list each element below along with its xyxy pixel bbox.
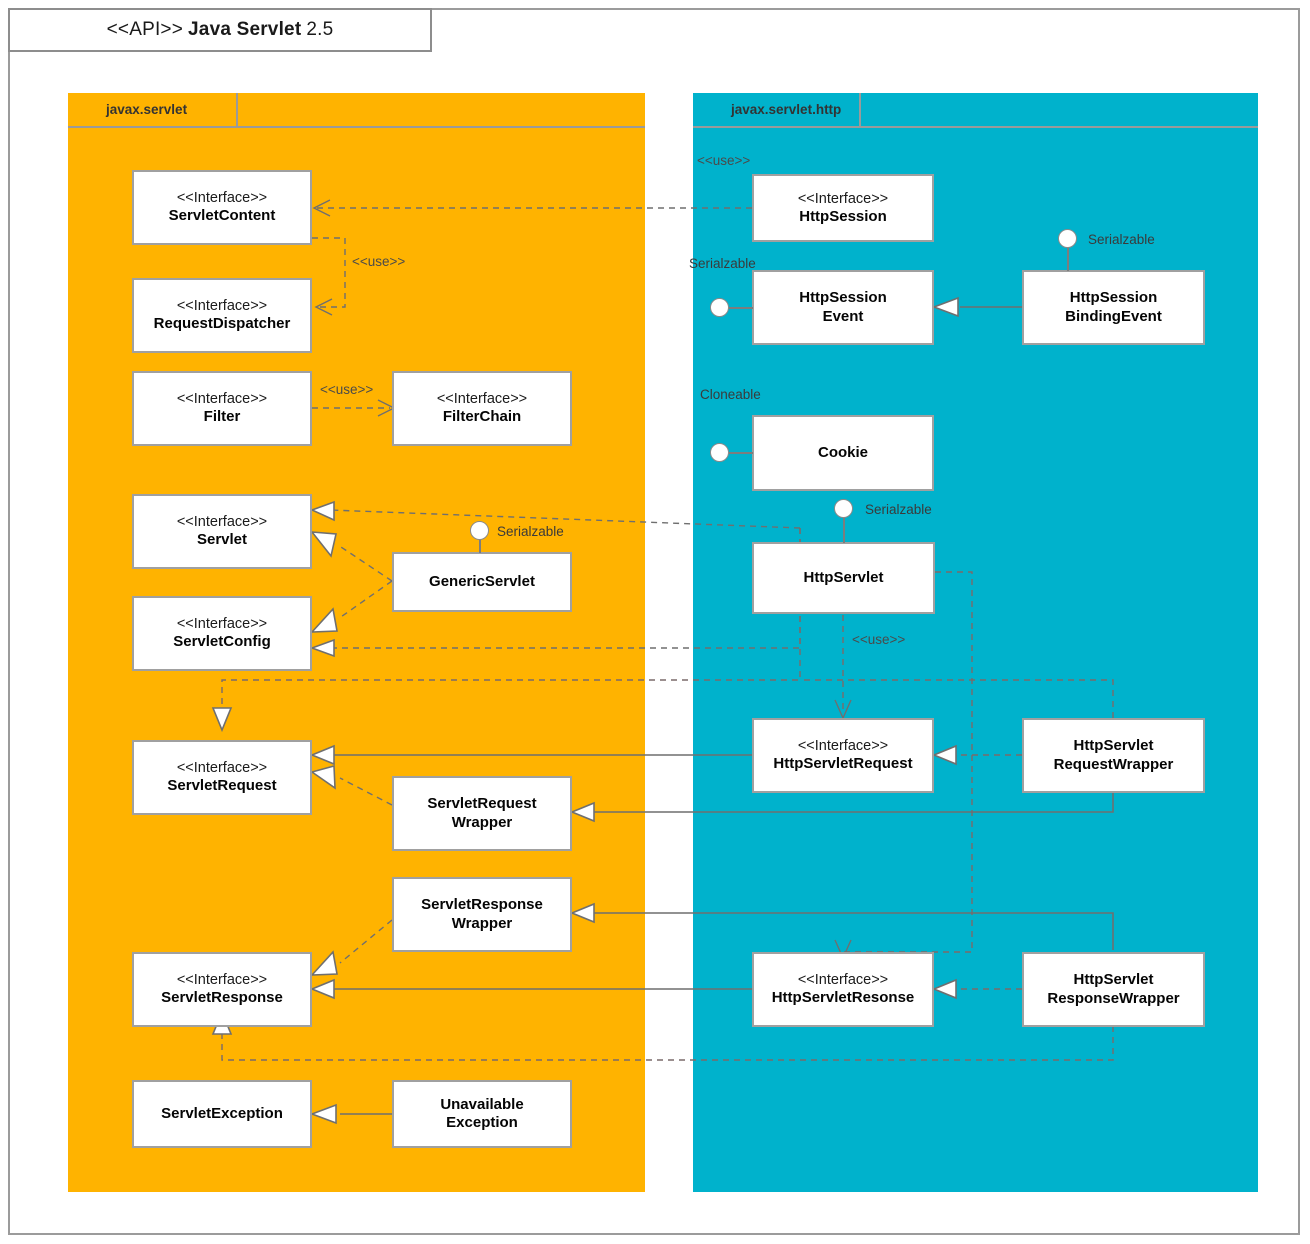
class-name-line1: HttpServlet	[1073, 737, 1154, 755]
class-name-line1: HttpSession	[1069, 289, 1158, 307]
interface-ball-icon	[470, 521, 489, 540]
lollipop-stem	[842, 518, 845, 543]
stereotype: <<Interface>>	[176, 972, 268, 989]
interface-ball-icon	[710, 443, 729, 462]
lollipop-label: Cloneable	[700, 387, 761, 402]
class-servlet[interactable]: <<Interface>> Servlet	[132, 494, 312, 569]
class-name: ServletException	[161, 1105, 283, 1123]
class-http-servlet-request-wrapper[interactable]: HttpServlet RequestWrapper	[1022, 718, 1205, 793]
stereotype: <<Interface>>	[176, 391, 268, 408]
stereotype: <<Interface>>	[176, 616, 268, 633]
interface-ball-icon	[710, 298, 729, 317]
stereotype: <<Interface>>	[797, 190, 889, 207]
package-header-divider	[68, 126, 645, 128]
class-http-servlet-response-wrapper[interactable]: HttpServlet ResponseWrapper	[1022, 952, 1205, 1027]
class-http-session-event[interactable]: HttpSession Event	[752, 270, 934, 345]
class-name: ServletConfig	[173, 633, 271, 651]
stereotype: <<Interface>>	[176, 760, 268, 777]
class-name: ServletRequest	[167, 777, 277, 795]
package-label-javax-servlet: javax.servlet	[68, 93, 238, 126]
class-name-line2: Wrapper	[451, 914, 513, 932]
package-javax-servlet-http: javax.servlet.http	[693, 93, 1258, 1192]
class-servlet-request-wrapper[interactable]: ServletRequest Wrapper	[392, 776, 572, 851]
edge-label-use-http-session: <<use>>	[697, 153, 751, 168]
class-name-line1: Unavailable	[440, 1095, 524, 1113]
title-stereotype: <<API>>	[106, 19, 184, 40]
class-name: FilterChain	[442, 408, 522, 426]
edge-label-use-filter-chain: <<use>>	[320, 382, 374, 397]
class-servlet-response-wrapper[interactable]: ServletResponse Wrapper	[392, 877, 572, 952]
class-name: Cookie	[817, 444, 868, 462]
stereotype: <<Interface>>	[176, 298, 268, 315]
class-http-session[interactable]: <<Interface>> HttpSession	[752, 174, 934, 242]
class-http-servlet-request[interactable]: <<Interface>> HttpServletRequest	[752, 718, 934, 793]
class-name-line2: Exception	[446, 1114, 518, 1131]
class-name: Filter	[203, 408, 241, 426]
stereotype: <<Interface>>	[176, 190, 268, 207]
edge-label-use-http-servlet: <<use>>	[852, 632, 906, 647]
edge-label-use-context-dispatcher: <<use>>	[352, 254, 406, 269]
class-name-line1: ServletRequest	[427, 795, 537, 813]
stereotype: <<Interface>>	[797, 972, 889, 989]
class-name: HttpServletRequest	[773, 755, 913, 773]
class-name-line2: RequestWrapper	[1053, 755, 1174, 773]
lollipop-label: Serialzable	[865, 502, 932, 517]
lollipop-stem	[1066, 248, 1069, 271]
class-filter-chain[interactable]: <<Interface>> FilterChain	[392, 371, 572, 446]
class-name-line1: HttpSession	[799, 289, 887, 307]
class-name: HttpSession	[799, 207, 887, 225]
class-servlet-request[interactable]: <<Interface>> ServletRequest	[132, 740, 312, 815]
class-name: HttpServletResonse	[771, 989, 915, 1007]
stereotype: <<Interface>>	[797, 738, 889, 755]
class-http-session-binding-event[interactable]: HttpSession BindingEvent	[1022, 270, 1205, 345]
class-name-line2: Wrapper	[451, 813, 513, 831]
class-name-line1: ServletResponse	[421, 896, 543, 914]
lollipop-label: Serialzable	[689, 256, 756, 271]
lollipop-stem	[478, 540, 481, 553]
class-name-line2: BindingEvent	[1065, 307, 1162, 325]
class-servlet-exception[interactable]: ServletException	[132, 1080, 312, 1148]
package-label-javax-servlet-http: javax.servlet.http	[693, 93, 861, 126]
class-name-line1: HttpServlet	[1073, 971, 1154, 989]
class-name: HttpServlet	[803, 569, 884, 587]
class-http-servlet-response[interactable]: <<Interface>> HttpServletResonse	[752, 952, 934, 1027]
interface-ball-icon	[834, 499, 853, 518]
lollipop-stem	[729, 451, 753, 454]
class-http-servlet[interactable]: HttpServlet	[752, 542, 935, 614]
package-header-divider	[693, 126, 1258, 128]
diagram-title: <<API>> Java Servlet 2.5	[8, 8, 432, 52]
interface-ball-icon	[1058, 229, 1077, 248]
class-servlet-response[interactable]: <<Interface>> ServletResponse	[132, 952, 312, 1027]
class-servlet-content[interactable]: <<Interface>> ServletContent	[132, 170, 312, 245]
class-name: RequestDispatcher	[153, 315, 291, 333]
class-name-line2: ResponseWrapper	[1047, 989, 1180, 1007]
class-name-line2: Event	[822, 307, 864, 325]
class-generic-servlet[interactable]: GenericServlet	[392, 552, 572, 612]
stereotype: <<Interface>>	[436, 391, 528, 408]
class-request-dispatcher[interactable]: <<Interface>> RequestDispatcher	[132, 278, 312, 353]
class-name: ServletContent	[168, 207, 276, 225]
class-servlet-config[interactable]: <<Interface>> ServletConfig	[132, 596, 312, 671]
title-version: 2.5	[306, 19, 334, 40]
lollipop-stem	[729, 306, 753, 309]
class-name: GenericServlet	[429, 573, 535, 591]
stereotype: <<Interface>>	[176, 514, 268, 531]
class-filter[interactable]: <<Interface>> Filter	[132, 371, 312, 446]
class-name: Servlet	[196, 531, 248, 549]
class-cookie[interactable]: Cookie	[752, 415, 934, 491]
class-name: ServletResponse	[161, 989, 283, 1007]
lollipop-label: Serialzable	[497, 524, 564, 539]
class-unavailable-exception[interactable]: Unavailable Exception	[392, 1080, 572, 1148]
lollipop-label: Serialzable	[1088, 232, 1155, 247]
title-name: Java Servlet	[188, 19, 302, 40]
